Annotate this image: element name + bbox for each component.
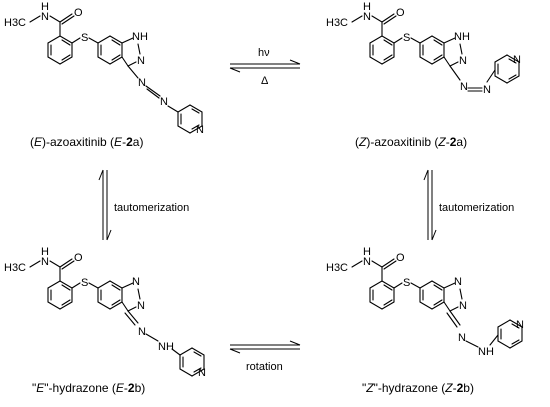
amide-h-label: H [363, 246, 371, 258]
pyridine-n-label: N [513, 54, 521, 66]
amide-h-label: H [41, 246, 49, 258]
right-tautomerization-arrow [423, 169, 437, 241]
label-Z-2b: "Z"-hydrazone (Z-2b) [362, 381, 474, 395]
hydrazone-n-label: N [458, 332, 466, 344]
thioether-s-label: S [81, 277, 88, 289]
methyl-label: H3C [4, 262, 26, 274]
azo-n2-label: N [160, 96, 168, 108]
indazole-n-label: N [137, 55, 145, 67]
photo-thermal-equilibrium-arrow [229, 59, 301, 73]
thioether-s-label: S [81, 32, 88, 44]
reverse-condition: Δ [261, 75, 269, 87]
hydrazone-n-label: N [138, 326, 146, 338]
azo-n1-label: N [138, 77, 146, 89]
pyridine-n-label: N [516, 319, 524, 331]
indazole-nh-label: NH [132, 31, 148, 43]
molecule-Z-2a: H3C N H O S NH N N N N [326, 1, 521, 96]
pyridine-n-label: N [196, 124, 204, 136]
molecule-Z-2b: H3C N H O S N N N NH N [326, 246, 524, 358]
amide-h-label: H [363, 1, 371, 13]
rotation-equilibrium-arrow [229, 340, 301, 354]
carbonyl-o-label: O [396, 7, 405, 19]
amide-h-label: H [41, 1, 49, 13]
rotation-label: rotation [246, 361, 283, 373]
thioether-s-label: S [403, 277, 410, 289]
amide-n-label: N [363, 11, 371, 23]
indazole-n1-label: N [132, 276, 140, 288]
forward-condition: hν [258, 47, 270, 59]
left-tautomerization-arrow [98, 169, 112, 241]
indazole-n1-label: N [454, 276, 462, 288]
molecule-E-2a: H3C N H O S NH N N N N [4, 1, 204, 136]
amide-n-label: N [41, 11, 49, 23]
methyl-label: H3C [326, 17, 348, 29]
indazole-n-label: N [459, 55, 467, 67]
hydrazone-nh-label: NH [478, 346, 494, 358]
label-E-2a: (E)-azoaxitinib (E-2a) [30, 135, 143, 149]
hydrazone-nh-label: NH [158, 341, 174, 353]
amide-n-label: N [363, 256, 371, 268]
methyl-label: H3C [4, 17, 26, 29]
azo-n1-label: N [460, 81, 468, 93]
right-tautomerization-label: tautomerization [439, 202, 514, 214]
thioether-s-label: S [403, 32, 410, 44]
azo-n2-label: N [483, 84, 491, 96]
left-tautomerization-label: tautomerization [114, 202, 189, 214]
amide-n-label: N [41, 256, 49, 268]
methyl-label: H3C [326, 262, 348, 274]
indazole-n2-label: N [459, 300, 467, 312]
indazole-nh-label: NH [454, 31, 470, 43]
indazole-n2-label: N [137, 300, 145, 312]
molecule-E-2b: H3C N H O S N N N NH N [4, 246, 206, 379]
label-E-2b: "E"-hydrazone (E-2b) [32, 381, 145, 395]
carbonyl-o-label: O [74, 252, 83, 264]
carbonyl-o-label: O [74, 7, 83, 19]
carbonyl-o-label: O [396, 252, 405, 264]
pyridine-n-label: N [198, 367, 206, 379]
label-Z-2a: (Z)-azoaxitinib (Z-2a) [355, 135, 467, 149]
